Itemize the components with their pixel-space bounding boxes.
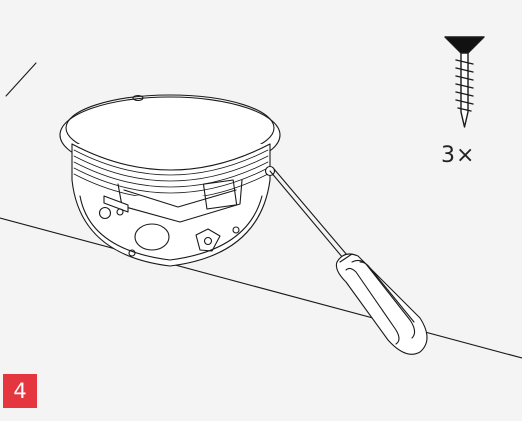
ceiling-edge-line — [5, 62, 37, 97]
ceiling-line — [0, 217, 522, 359]
screw-count-label: 3× — [441, 143, 476, 168]
step-number-badge: 4 — [3, 374, 37, 408]
smoke-detector-base — [59, 94, 281, 267]
screw-icon — [444, 36, 485, 128]
screwdriver — [269, 168, 428, 355]
